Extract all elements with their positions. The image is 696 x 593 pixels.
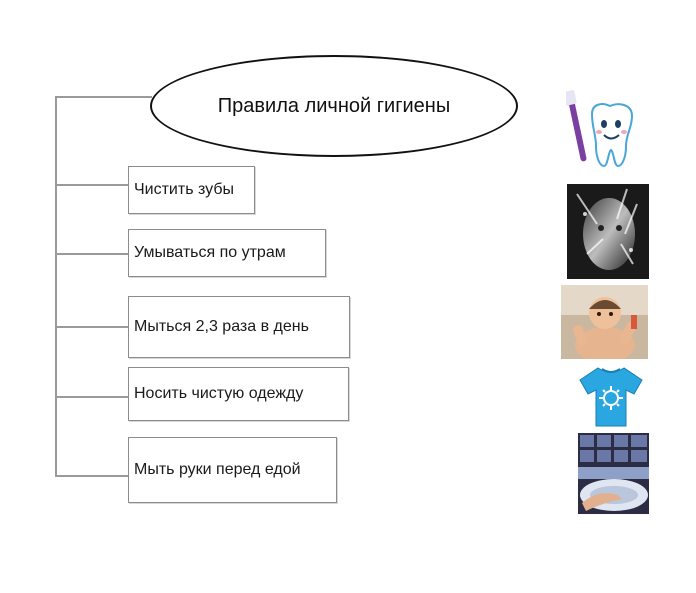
rule-box-brush-teeth: Чистить зубы	[128, 166, 255, 214]
rule-box-wash-hands: Мыть руки перед едой	[128, 437, 337, 503]
rule-box-wash-face: Умываться по утрам	[128, 229, 326, 277]
connector-rule-4	[55, 396, 128, 398]
connector-rule-2	[55, 253, 128, 255]
face-washing-photo	[567, 184, 649, 279]
rule-box-bathe: Мыться 2,3 раза в день	[128, 296, 350, 358]
child-bathing-photo	[561, 285, 648, 359]
diagram-title: Правила личной гигиены	[217, 94, 451, 117]
tooth-toothbrush-icon	[566, 88, 640, 176]
connector-to-title	[55, 96, 152, 98]
blue-tshirt-icon	[578, 364, 644, 430]
connector-rule-5	[55, 475, 128, 477]
title-ellipse: Правила личной гигиены	[150, 55, 518, 157]
connector-rule-1	[55, 184, 128, 186]
rule-box-clean-clothes: Носить чистую одежду	[128, 367, 349, 421]
connector-rule-3	[55, 326, 128, 328]
handwashing-sink-photo	[578, 433, 649, 514]
connector-trunk	[55, 96, 57, 477]
